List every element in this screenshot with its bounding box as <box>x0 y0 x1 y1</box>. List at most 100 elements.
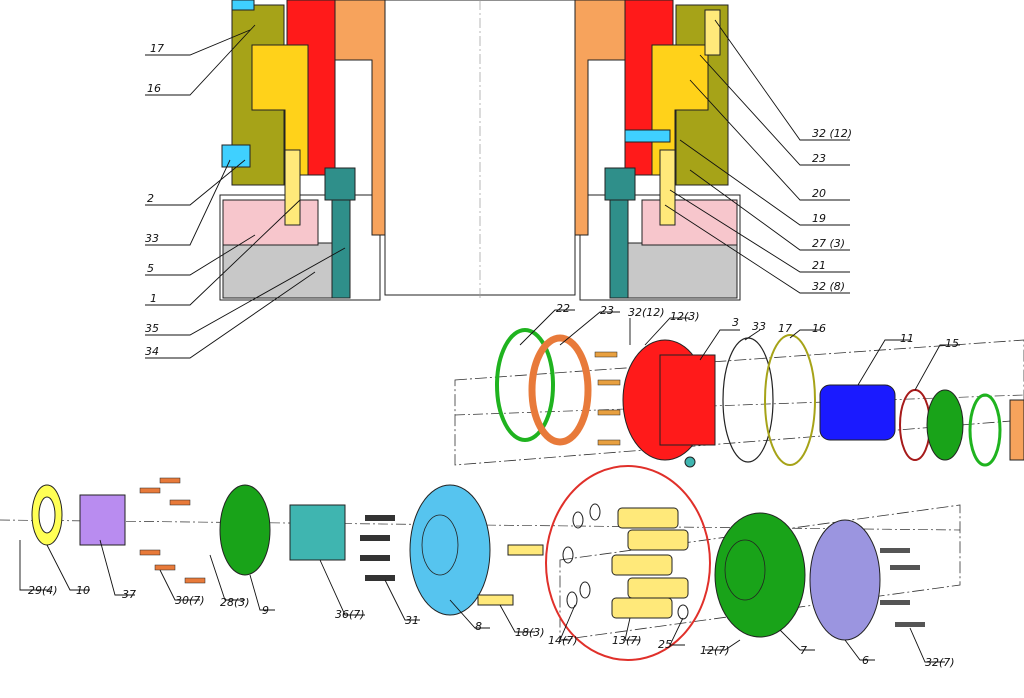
pink-block-left <box>222 199 319 246</box>
yellow-bolt-left <box>284 149 301 226</box>
callout-8: 8 <box>475 620 482 633</box>
callout-17b: 17 <box>778 322 792 335</box>
callout-32-7: 32(7) <box>925 656 955 669</box>
exploded-leaders <box>19 309 960 663</box>
ring-15 <box>899 389 931 461</box>
piston-13-c <box>611 554 673 576</box>
callout-21: 21 <box>812 259 826 272</box>
callout-32-8: 32 (8) <box>812 280 845 293</box>
screws <box>139 351 925 627</box>
axis-lower <box>0 519 961 531</box>
callout-36-7: 36(7) <box>335 608 365 621</box>
gray-base-left <box>222 242 334 299</box>
oring-14-e <box>566 591 578 609</box>
callout-37: 37 <box>122 588 136 601</box>
callout-30-7: 30(7) <box>175 594 205 607</box>
yellow-bolt-top-right <box>704 9 721 56</box>
callout-18-3: 18(3) <box>515 626 545 639</box>
cyan-plate-8-bore <box>421 514 459 576</box>
section-callouts: 17 16 2 33 5 1 35 34 32 (12) 23 20 19 27… <box>145 42 852 358</box>
oring-25 <box>677 604 689 620</box>
upper-frame <box>454 339 1024 466</box>
cyan-plate-8 <box>409 484 491 616</box>
callout-15: 15 <box>945 337 959 350</box>
piston-13-a <box>617 507 679 529</box>
green-flange-9 <box>219 484 271 576</box>
callout-2: 2 <box>147 192 154 205</box>
callout-5: 5 <box>147 262 154 275</box>
pin-18-a <box>507 544 544 556</box>
exploded-callouts: 22 23 32(12) 12(3) 3 33 17 16 11 15 29(4… <box>28 302 959 669</box>
cyan-top-left <box>231 0 255 11</box>
green-plate-7 <box>714 512 806 638</box>
callout-1: 1 <box>150 292 157 305</box>
callout-10: 10 <box>76 584 90 597</box>
teal-bolt-shank-right <box>609 199 629 299</box>
green-sleeve-15 <box>926 389 964 461</box>
piston-13-b <box>627 529 689 551</box>
yellow-ring-10-hole <box>38 496 56 534</box>
callout-23b: 23 <box>600 304 614 317</box>
callout-32-12b: 32(12) <box>628 306 665 319</box>
oring-14-b <box>589 503 601 521</box>
callout-27-3: 27 (3) <box>812 237 845 250</box>
orange-shaft-right <box>574 0 631 236</box>
callout-23: 23 <box>812 152 826 165</box>
callout-12-7: 12(7) <box>700 644 730 657</box>
oring-14-a <box>572 511 584 529</box>
cyan-block-right <box>624 129 671 143</box>
callout-16: 16 <box>147 82 161 95</box>
callout-33: 33 <box>145 232 159 245</box>
callout-20: 20 <box>812 187 826 200</box>
section-view <box>219 0 741 301</box>
callout-35: 35 <box>145 322 159 335</box>
callout-28-3: 28(3) <box>220 596 250 609</box>
callout-3: 3 <box>732 316 739 329</box>
callout-6: 6 <box>862 654 869 667</box>
ring-17 <box>764 334 816 466</box>
callout-13-7: 13(7) <box>612 634 642 647</box>
teal-bolt-head-right <box>604 167 636 201</box>
blue-part-11 <box>819 384 896 441</box>
callout-16b: 16 <box>812 322 826 335</box>
ring-22 <box>495 328 555 442</box>
callout-14-7: 14(7) <box>548 634 578 647</box>
callout-33b: 33 <box>752 320 766 333</box>
green-plate-7-bore <box>724 539 766 601</box>
callout-19: 19 <box>812 212 826 225</box>
piston-13-e <box>611 597 673 619</box>
teal-bolt-head-left <box>324 167 356 201</box>
oring-14-d <box>579 581 591 599</box>
dowel-pin <box>684 456 696 468</box>
lower-frame <box>559 504 961 641</box>
callout-11: 11 <box>900 332 914 345</box>
gray-base-right <box>626 242 738 299</box>
orange-edge-part <box>1009 399 1024 461</box>
exploded-view <box>0 328 1024 661</box>
red-housing-3-body <box>659 354 716 446</box>
callout-29-4: 29(4) <box>28 584 58 597</box>
purple-sleeve-37 <box>79 494 126 546</box>
section-leaders <box>145 19 850 359</box>
callout-7: 7 <box>800 644 807 657</box>
cyan-block-left <box>221 144 251 168</box>
piston-13-d <box>627 577 689 599</box>
callout-34: 34 <box>145 345 159 358</box>
pink-block-right <box>641 199 738 246</box>
yellow-bolt-right <box>659 149 676 226</box>
teal-star-36 <box>289 504 346 561</box>
callout-17: 17 <box>150 42 164 55</box>
callout-9: 9 <box>262 604 269 617</box>
callout-22: 22 <box>556 302 570 315</box>
callout-31: 31 <box>405 614 419 627</box>
teal-bolt-shank-left <box>331 199 351 299</box>
callout-12-3: 12(3) <box>670 310 700 323</box>
highlight-circle <box>545 465 711 661</box>
ring-16 <box>968 393 1002 467</box>
callout-32-12: 32 (12) <box>812 127 852 140</box>
seal-23 <box>528 334 592 446</box>
pin-18-b <box>477 594 514 606</box>
callout-25: 25 <box>658 638 672 651</box>
